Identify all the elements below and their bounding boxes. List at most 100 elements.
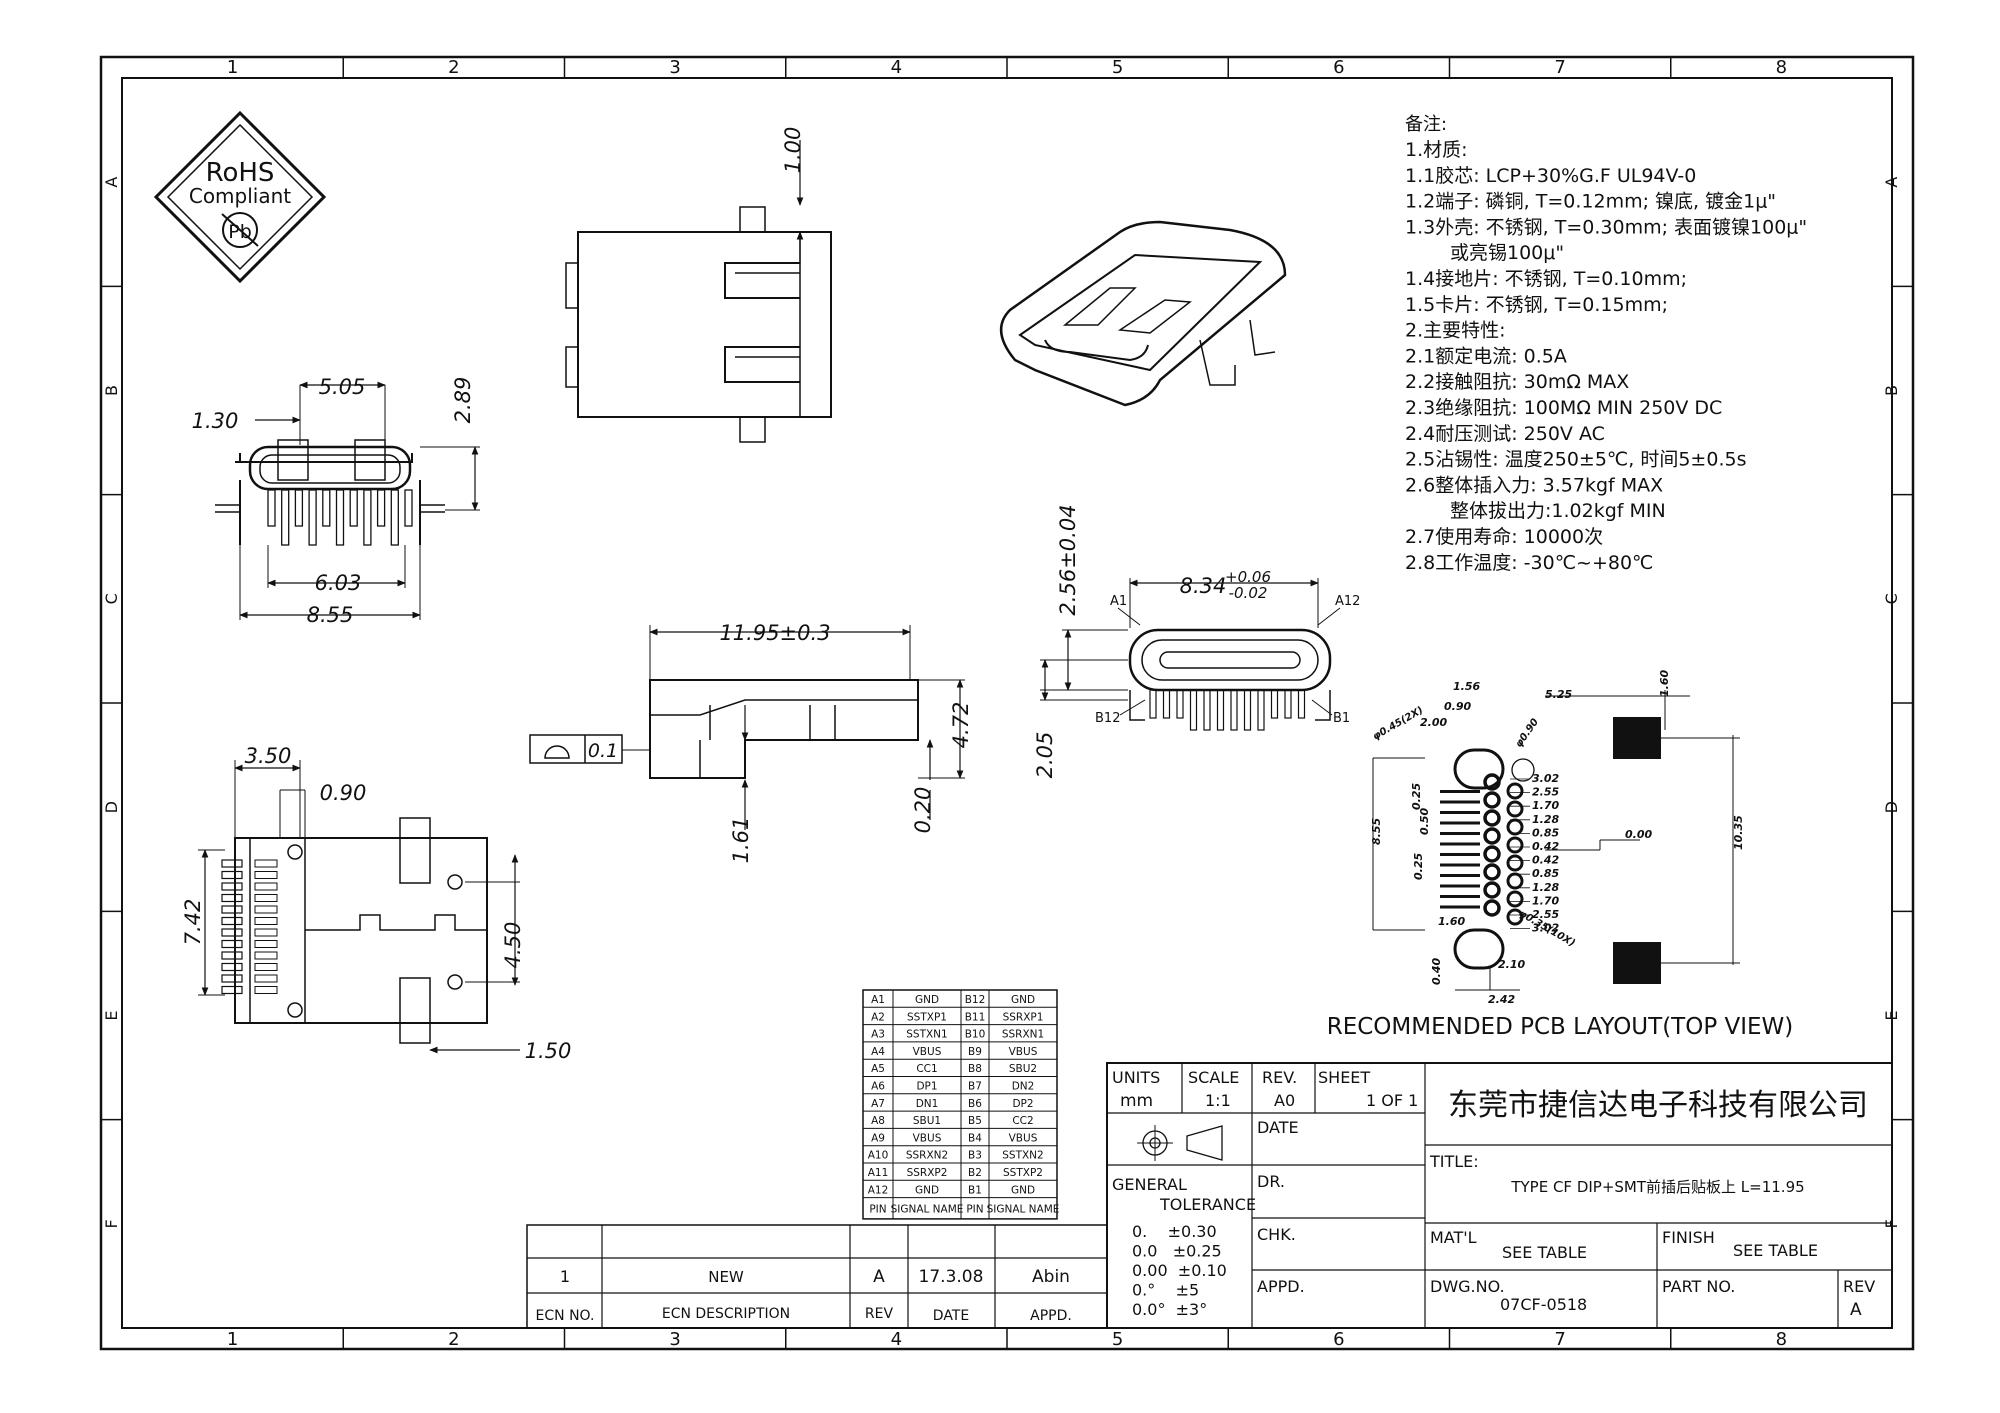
rev-label: REV.	[1262, 1068, 1297, 1087]
frame-col-bottom-label: 1	[227, 1329, 238, 1350]
signal-table-cell: A5	[871, 1063, 885, 1075]
end-view: 8.34 +0.06 -0.02 2.56±0.04 2.05 A1 A12 B…	[1033, 504, 1360, 778]
pcb-smt-pad	[1440, 874, 1480, 877]
rev-row-date: 17.3.08	[919, 1267, 984, 1287]
signal-table-cell: SSRXN2	[906, 1150, 948, 1162]
note-line: 2.4耐压测试: 250V AC	[1405, 423, 1605, 445]
pcb-smt-pad	[1440, 842, 1480, 846]
signal-table-cell: B1	[968, 1184, 982, 1196]
note-line: 1.4接地片: 不锈钢, T=0.10mm;	[1405, 268, 1687, 290]
dim-front-130: 1.30	[192, 409, 239, 433]
isometric-view	[1000, 220, 1287, 407]
bottom-pin	[221, 870, 243, 880]
bottom-pin	[221, 916, 243, 926]
signal-table-cell: B9	[968, 1046, 982, 1058]
bottom-pin-pad	[254, 859, 278, 868]
pcb-left-dim: 0.25	[1412, 853, 1425, 880]
matl-label: MAT'L	[1430, 1228, 1477, 1247]
front-pin	[281, 489, 290, 546]
pcb-pth-hole	[1506, 836, 1524, 854]
rohs-pb: Pb	[228, 221, 252, 243]
frame-row-left-label: D	[102, 801, 121, 813]
pcb-right-dim: 1.28	[1532, 881, 1559, 894]
signal-table-cell: VBUS	[913, 1132, 942, 1144]
end-pin	[1216, 689, 1225, 731]
frame-row-left-label: A	[102, 177, 121, 188]
bottom-pin-pad	[254, 986, 278, 994]
date-label: DATE	[1257, 1118, 1299, 1137]
frame-row-right-label: B	[1882, 385, 1901, 396]
signal-table-border	[862, 989, 1058, 1220]
dwg-label: DWG.NO.	[1430, 1277, 1505, 1296]
top-view: 1.00	[565, 127, 832, 443]
general-label: GENERAL	[1112, 1175, 1187, 1194]
signal-table-cell: A2	[871, 1011, 885, 1023]
note-line: 整体拔出力:1.02kgf MIN	[1450, 500, 1666, 522]
signal-table-header: SIGNAL NAME	[987, 1204, 1060, 1216]
rev2-label: REV	[1843, 1277, 1875, 1296]
pcb-locating-hole	[1511, 758, 1535, 782]
signal-table-cell: A9	[871, 1132, 885, 1144]
frame-col-bottom-label: 4	[891, 1329, 902, 1350]
pcb-right-dim: 3.02	[1532, 772, 1559, 785]
bottom-pin	[221, 985, 243, 995]
sheet-label: SHEET	[1318, 1068, 1370, 1087]
dim-end-834: 8.34	[1180, 574, 1227, 598]
signal-table-header: PIN	[966, 1204, 983, 1216]
signal-table-cell: B6	[968, 1098, 982, 1110]
pcb-pth-hole	[1483, 809, 1501, 827]
bottom-pin	[221, 893, 243, 903]
note-line: 2.7使用寿命: 10000次	[1405, 526, 1603, 548]
dim-bottom-450: 4.50	[501, 922, 525, 969]
dwg-value: 07CF-0518	[1500, 1295, 1587, 1314]
pcb-overall: 10.35	[1732, 815, 1745, 850]
end-pin	[1270, 689, 1279, 719]
signal-table-cell: B12	[965, 994, 986, 1006]
rohs-badge: RoHS Compliant Pb	[153, 110, 327, 284]
signal-table-cell: DN1	[916, 1098, 939, 1110]
pcb-smt-pad	[1440, 800, 1480, 804]
signal-table-cell: B2	[968, 1167, 982, 1179]
pcb-smt-pad	[1440, 853, 1480, 856]
end-label-a1: A1	[1110, 594, 1127, 609]
bottom-pin-pad	[254, 871, 278, 879]
pcb-smt-pad	[1440, 790, 1480, 793]
pcb-smt-pad	[1440, 811, 1480, 814]
frame-col-bottom-label: 3	[669, 1329, 680, 1350]
dim-front-603: 6.03	[315, 571, 362, 595]
front-pin	[294, 489, 304, 527]
pcb-top-dim: 1.60	[1658, 670, 1671, 697]
rev-head-ecn: ECN NO.	[536, 1308, 595, 1324]
bottom-pin-pad	[254, 882, 278, 891]
tolerance-line: 0. ±0.30	[1132, 1222, 1217, 1241]
rev-head-date: DATE	[933, 1308, 969, 1324]
note-line: 1.3外壳: 不锈钢, T=0.30mm; 表面镀镍100μ"	[1405, 216, 1807, 238]
frame-row-right-label: E	[1882, 1010, 1901, 1020]
pcb-smt-pad	[1440, 863, 1480, 867]
front-view: 5.05 1.30 2.89 6.03 8.55	[192, 375, 480, 627]
units-value: mm	[1120, 1091, 1153, 1111]
signal-table-cell: SSRXP2	[907, 1167, 948, 1179]
pcb-hole-a: φ0.45(2X)	[1371, 705, 1425, 743]
frame-col-top-label: 2	[448, 57, 459, 78]
dim-front-289: 2.89	[451, 377, 475, 424]
bottom-pin-pad	[254, 940, 278, 948]
dim-end-205: 2.05	[1033, 732, 1057, 779]
pcb-top-dim: 1.56	[1453, 680, 1480, 693]
frame-row-left-label: B	[102, 385, 121, 396]
dr-label: DR.	[1257, 1172, 1285, 1191]
note-line: 1.材质:	[1405, 139, 1468, 161]
frame-col-top-label: 3	[669, 57, 680, 78]
dim-front-505: 5.05	[319, 375, 366, 399]
rev-head-rev: REV	[865, 1306, 894, 1322]
pcb-pth-hole	[1483, 845, 1501, 863]
pcb-hole-b: φ0.90	[1513, 717, 1541, 750]
finish-label: FINISH	[1662, 1228, 1715, 1247]
signal-table-cell: B4	[968, 1132, 982, 1144]
end-pin	[1176, 689, 1184, 719]
pcb-right-dim: 2.55	[1532, 786, 1559, 799]
company-name: 东莞市捷信达电子科技有限公司	[1448, 1088, 1868, 1123]
note-line: 2.8工作温度: -30℃~+80℃	[1405, 552, 1653, 574]
signal-table-cell: SSTXN1	[906, 1029, 947, 1041]
